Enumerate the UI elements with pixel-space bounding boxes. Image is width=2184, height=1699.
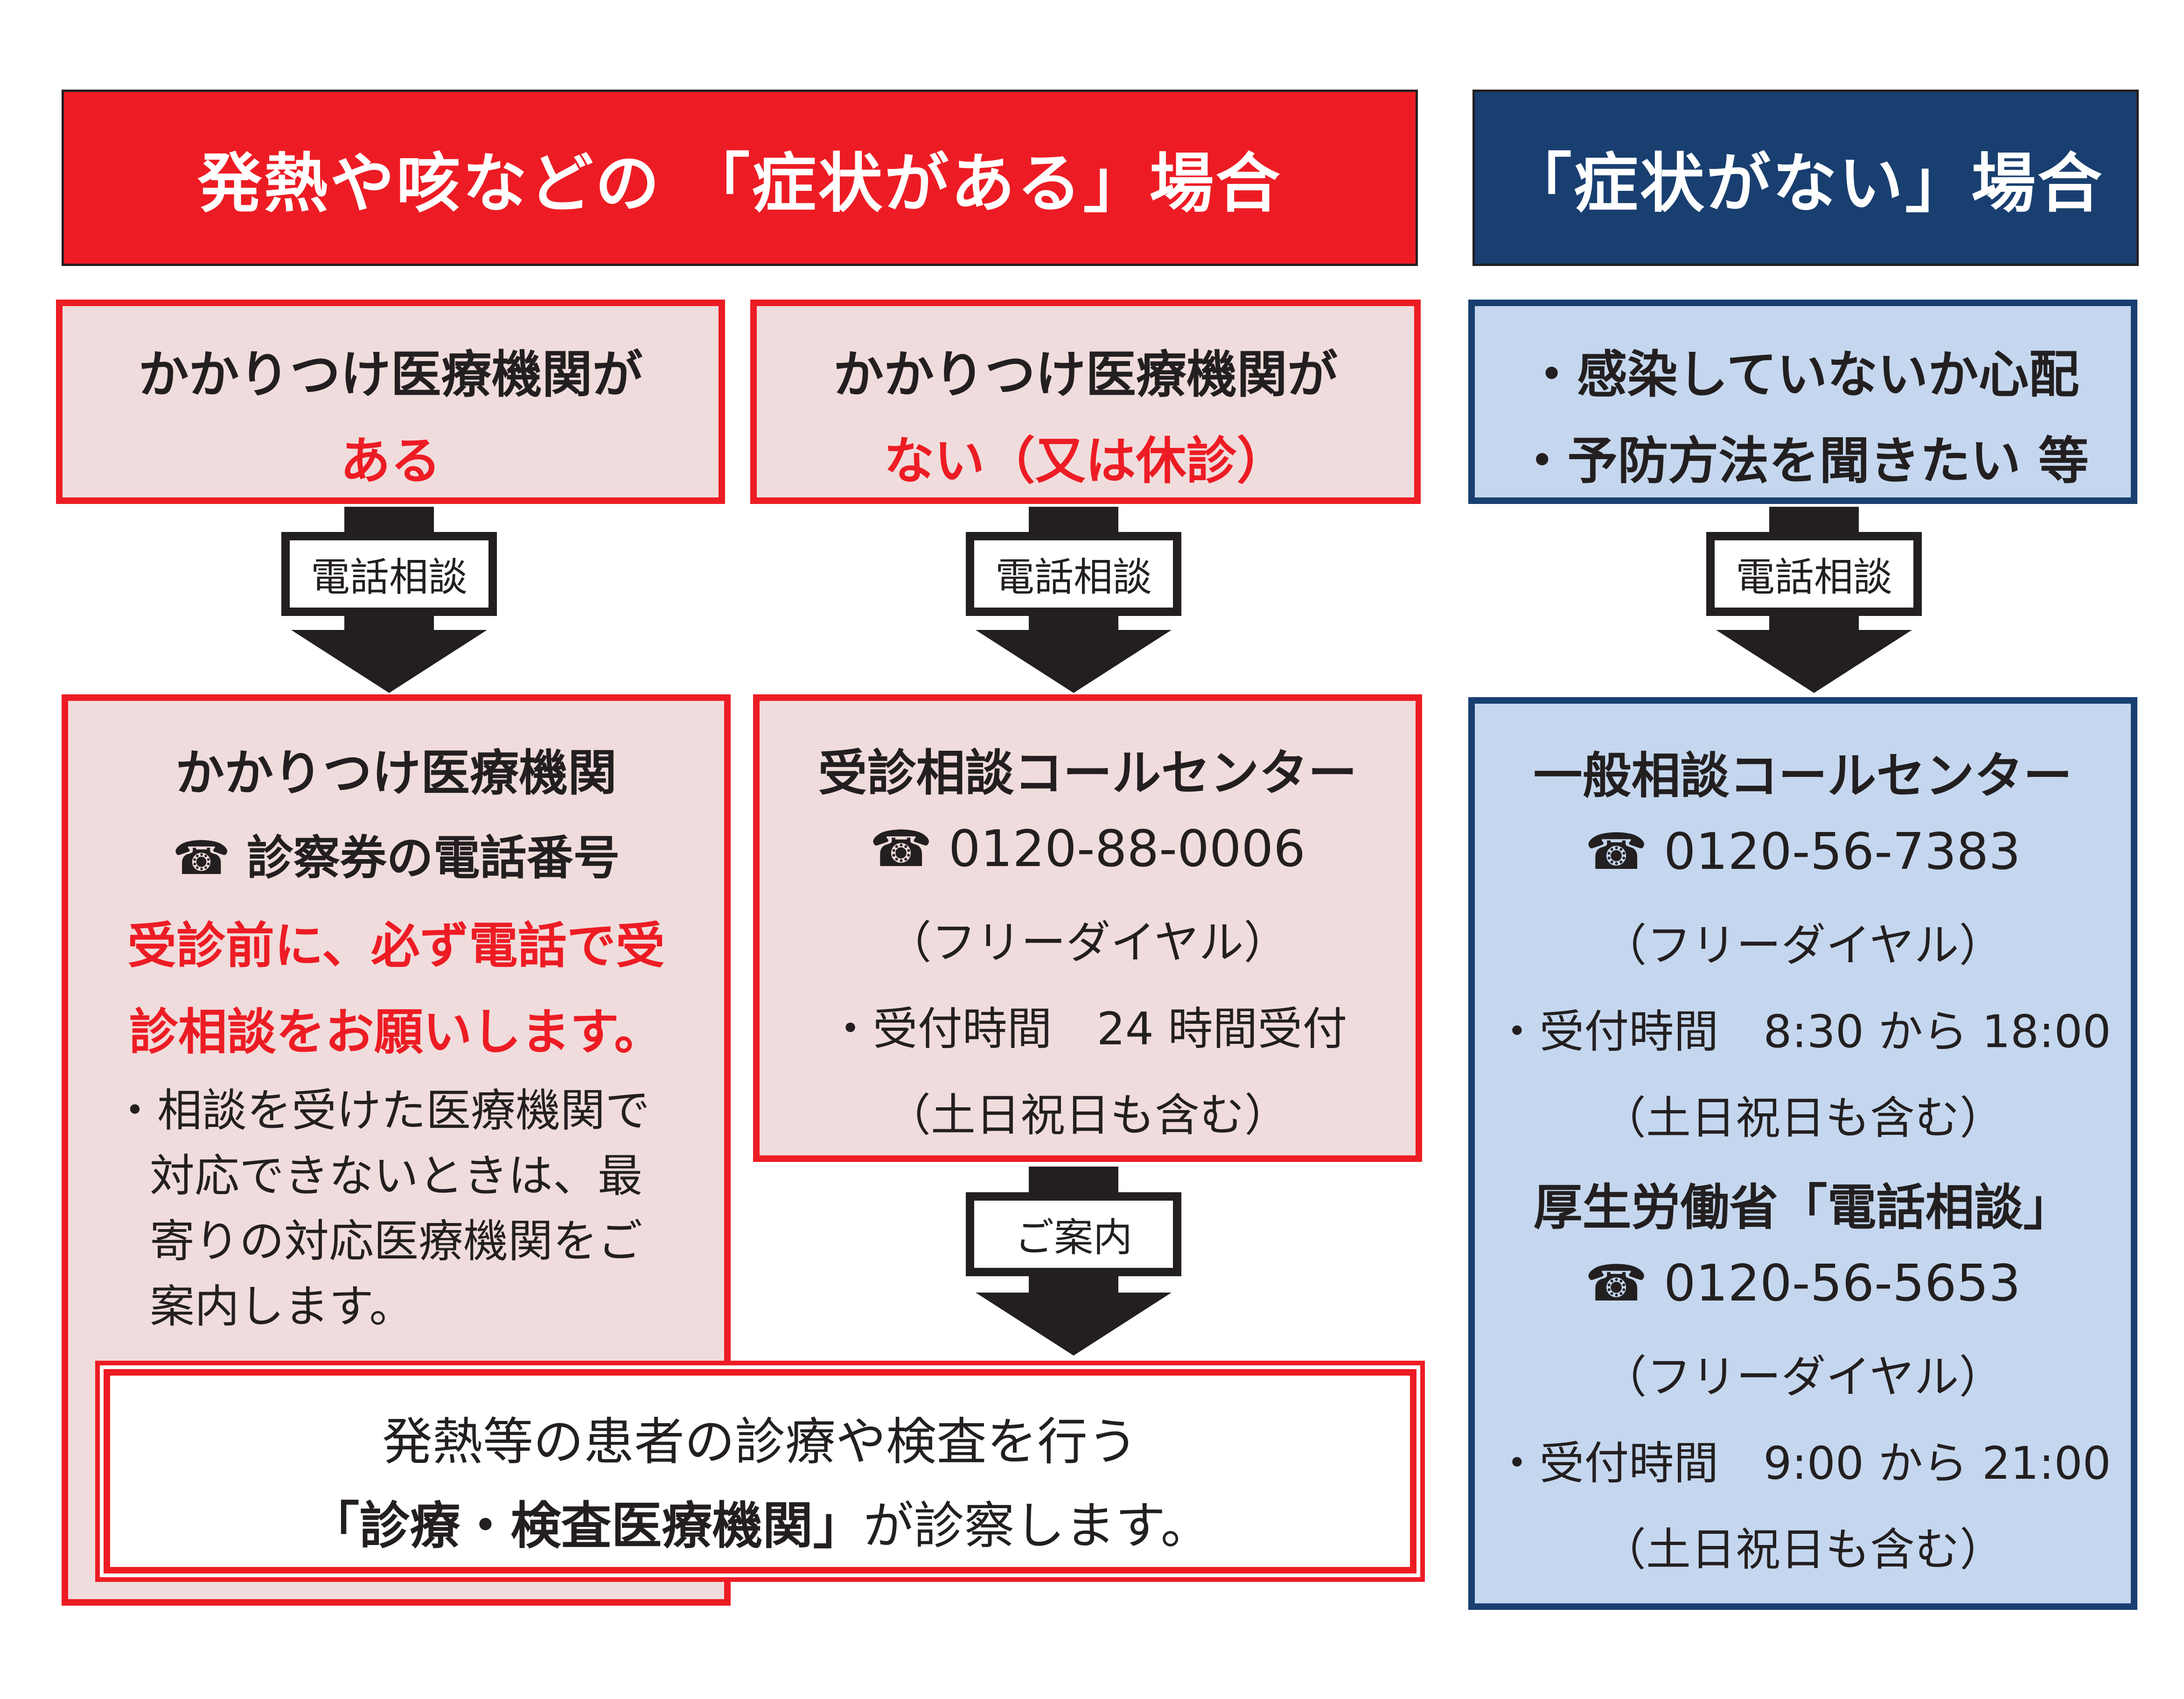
- mhlw-holidays: （土日祝日も含む）: [1601, 1524, 2004, 1576]
- consult-center-free: （フリーダイヤル）: [886, 916, 1289, 969]
- no-symptoms-line2: ・予防方法を聞きたい 等: [1517, 432, 2089, 490]
- note-line4: 案内します。: [150, 1280, 414, 1333]
- consult-center-hours: ・受付時間 24 時間受付: [828, 1003, 1347, 1055]
- general-center-free: （フリーダイヤル）: [1602, 919, 2004, 972]
- mhlw-phone: ☎ 0120-56-5653: [1585, 1254, 2021, 1313]
- note-line3: 寄りの対応医療機関をご: [150, 1215, 642, 1267]
- consult-center-holidays: （土日祝日も含む）: [886, 1089, 1289, 1141]
- family-doctor-phone: ☎ 診察券の電話番号: [172, 831, 620, 885]
- general-center-title: 一般相談コールセンター: [1533, 748, 2072, 804]
- family-doctor-title: かかりつけ医療機関: [175, 745, 617, 802]
- mhlw-title: 厚生労働省「電話相談」: [1533, 1179, 2072, 1236]
- header-symptoms-no-text: 「症状がない」場合: [1507, 146, 2104, 221]
- no-doctor-box: かかりつけ医療機関が ない（又は休診）: [750, 300, 1421, 504]
- bottom-line2: 「診療・検査医療機関」が診察します。: [110, 1485, 1410, 1558]
- consult-center-box: 受診相談コールセンター ☎ 0120-88-0006 （フリーダイヤル） ・受付…: [753, 694, 1422, 1162]
- general-center-hours: ・受付時間 8:30 から 18:00: [1494, 1006, 2111, 1058]
- bottom-line2-rest: が診察します。: [863, 1497, 1211, 1555]
- no-doctor-line1: かかりつけ医療機関が: [833, 346, 1338, 404]
- arrow-label: ご案内: [966, 1192, 1181, 1276]
- header-symptoms-yes: 発熱や咳などの 「症状がある」場合: [62, 90, 1418, 266]
- general-center-phone: ☎ 0120-56-7383: [1585, 823, 2021, 881]
- has-doctor-line1: かかりつけ医療機関が: [138, 346, 643, 404]
- bottom-line1: 発熱等の患者の診療や検査を行う: [382, 1413, 1138, 1471]
- general-center-holidays: （土日祝日も含む）: [1601, 1092, 2004, 1144]
- arrow-label: 電話相談: [1706, 532, 1922, 616]
- arrow-label: 電話相談: [281, 532, 497, 616]
- header-symptoms-yes-text: 発熱や咳などの 「症状がある」場合: [197, 146, 1282, 221]
- consult-center-title: 受診相談コールセンター: [818, 745, 1357, 802]
- no-doctor-line2: ない（又は休診）: [884, 432, 1287, 490]
- mhlw-free: （フリーダイヤル）: [1602, 1351, 2004, 1403]
- mhlw-hours: ・受付時間 9:00 から 21:00: [1494, 1437, 2111, 1489]
- note-line1: ・相談を受けた医療機関で: [112, 1084, 650, 1137]
- no-symptoms-line1: ・感染していないか心配: [1526, 346, 2079, 404]
- note-line2: 対応できないときは、最: [150, 1150, 642, 1202]
- has-doctor-line2: ある: [340, 432, 441, 490]
- arrow-label: 電話相談: [966, 532, 1181, 616]
- inner-border: 発熱等の患者の診療や検査を行う 「診療・検査医療機関」が診察します。: [104, 1369, 1416, 1573]
- no-symptoms-box: ・感染していないか心配 ・予防方法を聞きたい 等: [1468, 300, 2137, 504]
- bottom-line2-bold: 「診療・検査医療機関」: [309, 1497, 864, 1555]
- general-center-box: 一般相談コールセンター ☎ 0120-56-7383 （フリーダイヤル） ・受付…: [1468, 697, 2137, 1610]
- arrow-down-icon: [1716, 630, 1912, 693]
- has-doctor-box: かかりつけ医療機関が ある: [56, 300, 725, 504]
- arrow-down-icon: [291, 630, 487, 693]
- arrow-down-icon: [976, 1293, 1172, 1356]
- arrow-down-icon: [976, 630, 1172, 693]
- warning-line1: 受診前に、必ず電話で受: [127, 917, 665, 974]
- warning-line2: 診相談をお願いします。: [129, 1004, 663, 1061]
- testing-institution-box: 発熱等の患者の診療や検査を行う 「診療・検査医療機関」が診察します。: [95, 1361, 1425, 1582]
- consult-center-phone: ☎ 0120-88-0006: [870, 820, 1305, 878]
- header-symptoms-no: 「症状がない」場合: [1472, 90, 2139, 266]
